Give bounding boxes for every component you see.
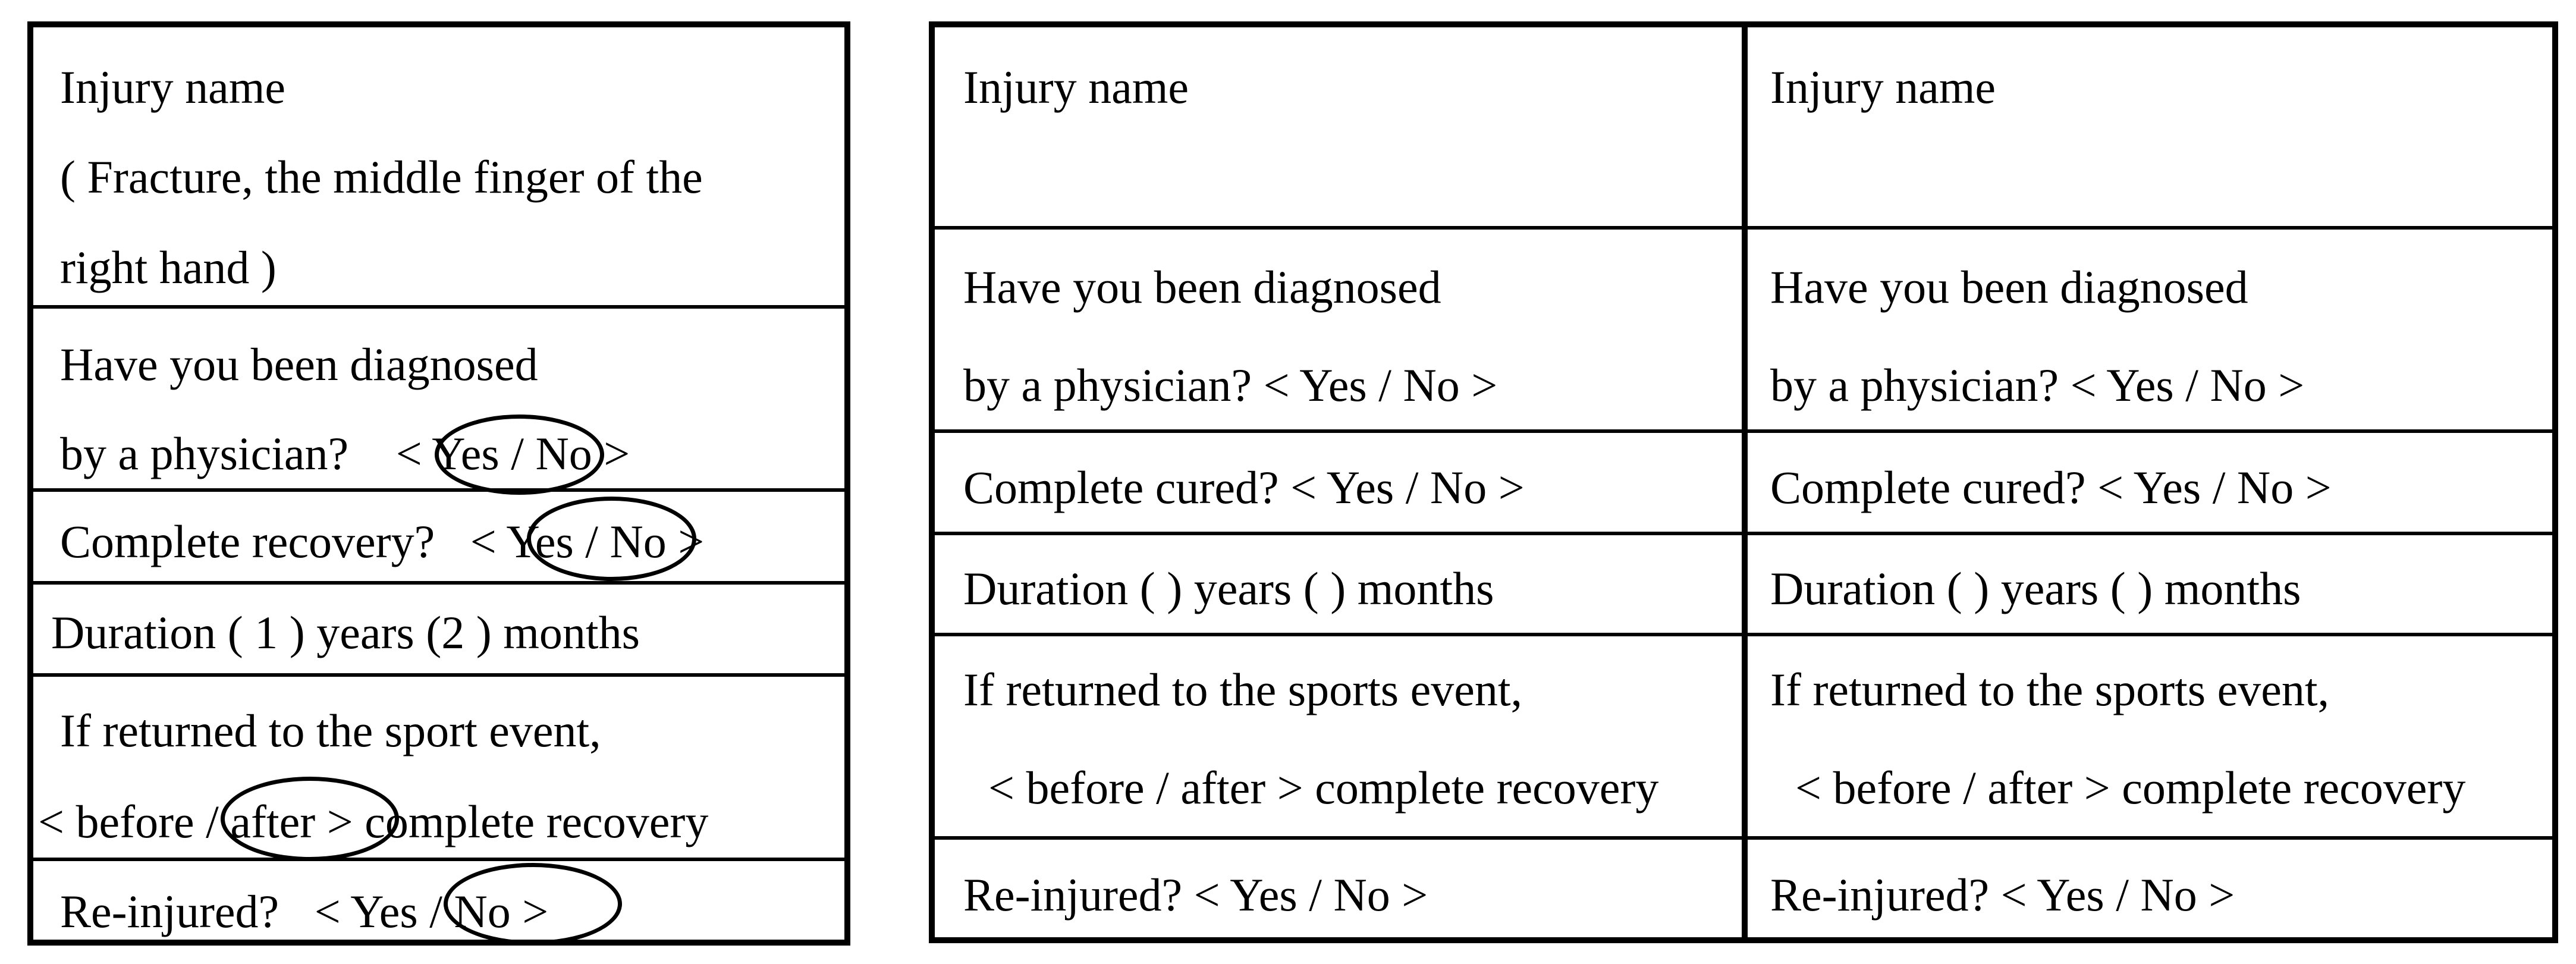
blank-injury-form: Injury name Have you been diagnosed by a… — [929, 21, 2558, 943]
complete-recovery-options: < Yes / No > — [470, 516, 705, 567]
diagnosed-question-line2: by a physician? < Yes / No > — [1770, 359, 2305, 411]
complete-cured-question: Complete cured? < Yes / No > — [963, 461, 1525, 513]
injury-name-label: Injury name — [1770, 61, 1996, 113]
diagnosed-question-line2: by a physician? < Yes / No > — [963, 359, 1498, 411]
injury-name-value-line1: ( Fracture, the middle finger of the — [60, 151, 703, 203]
diagnosed-options: < Yes / No > — [395, 428, 630, 479]
duration-text: Duration ( 1 ) years (2 ) months — [51, 607, 640, 658]
complete-recovery-row: Complete recovery? < Yes / No > — [33, 492, 844, 585]
row-separator — [935, 633, 2552, 636]
row-separator — [935, 429, 2552, 433]
reinjured-row: Re-injured? < Yes / No > — [33, 861, 844, 946]
injury-name-label: Injury name — [60, 61, 286, 113]
duration-row: Duration ( 1 ) years (2 ) months — [33, 585, 844, 677]
blank-form-column-1: Injury name Have you been diagnosed by a… — [935, 27, 1742, 937]
reinjured-question: Re-injured? < Yes / No > — [1770, 869, 2235, 921]
returned-question-line2: < before / after > complete recovery — [988, 762, 1659, 814]
diagnosed-question-line2: by a physician? < Yes / No > — [60, 431, 630, 477]
returned-row: If returned to the sport event, < before… — [33, 677, 844, 861]
duration-text: Duration ( ) years ( ) months — [1770, 563, 2301, 614]
column-divider — [1742, 27, 1748, 937]
diagnosed-question-line1: Have you been diagnosed — [963, 261, 1441, 313]
complete-recovery-question: Complete recovery? < Yes / No > — [60, 519, 704, 565]
injury-name-value-line2: right hand ) — [60, 241, 277, 293]
reinjured-question: Re-injured? < Yes / No > — [60, 888, 548, 935]
injury-name-row: Injury name ( Fracture, the middle finge… — [33, 27, 844, 309]
row-separator — [935, 532, 2552, 535]
reinjured-options: < Yes / No > — [314, 886, 549, 937]
duration-text: Duration ( ) years ( ) months — [963, 563, 1494, 614]
blank-form-column-2: Injury name Have you been diagnosed by a… — [1748, 27, 2552, 937]
complete-cured-question: Complete cured? < Yes / No > — [1770, 461, 2332, 513]
injury-name-label: Injury name — [963, 61, 1189, 113]
complete-recovery-prefix: Complete recovery? — [60, 516, 435, 567]
diagnosed-question-prefix: by a physician? — [60, 428, 349, 479]
row-separator — [935, 226, 2552, 230]
returned-question-line1: If returned to the sports event, — [1770, 664, 2330, 715]
example-injury-form: Injury name ( Fracture, the middle finge… — [27, 21, 850, 946]
diagnosed-question-line1: Have you been diagnosed — [1770, 261, 2248, 313]
reinjured-prefix: Re-injured? — [60, 886, 279, 937]
returned-question-line2: < before / after > complete recovery — [38, 796, 709, 847]
row-separator — [935, 836, 2552, 840]
reinjured-question: Re-injured? < Yes / No > — [963, 869, 1428, 921]
returned-question-line1: If returned to the sport event, — [60, 705, 601, 756]
returned-question-line1: If returned to the sports event, — [963, 664, 1523, 715]
returned-question-line2: < before / after > complete recovery — [1795, 762, 2466, 814]
diagnosed-question-line1: Have you been diagnosed — [60, 338, 538, 390]
diagnosed-row: Have you been diagnosed by a physician? … — [33, 309, 844, 495]
